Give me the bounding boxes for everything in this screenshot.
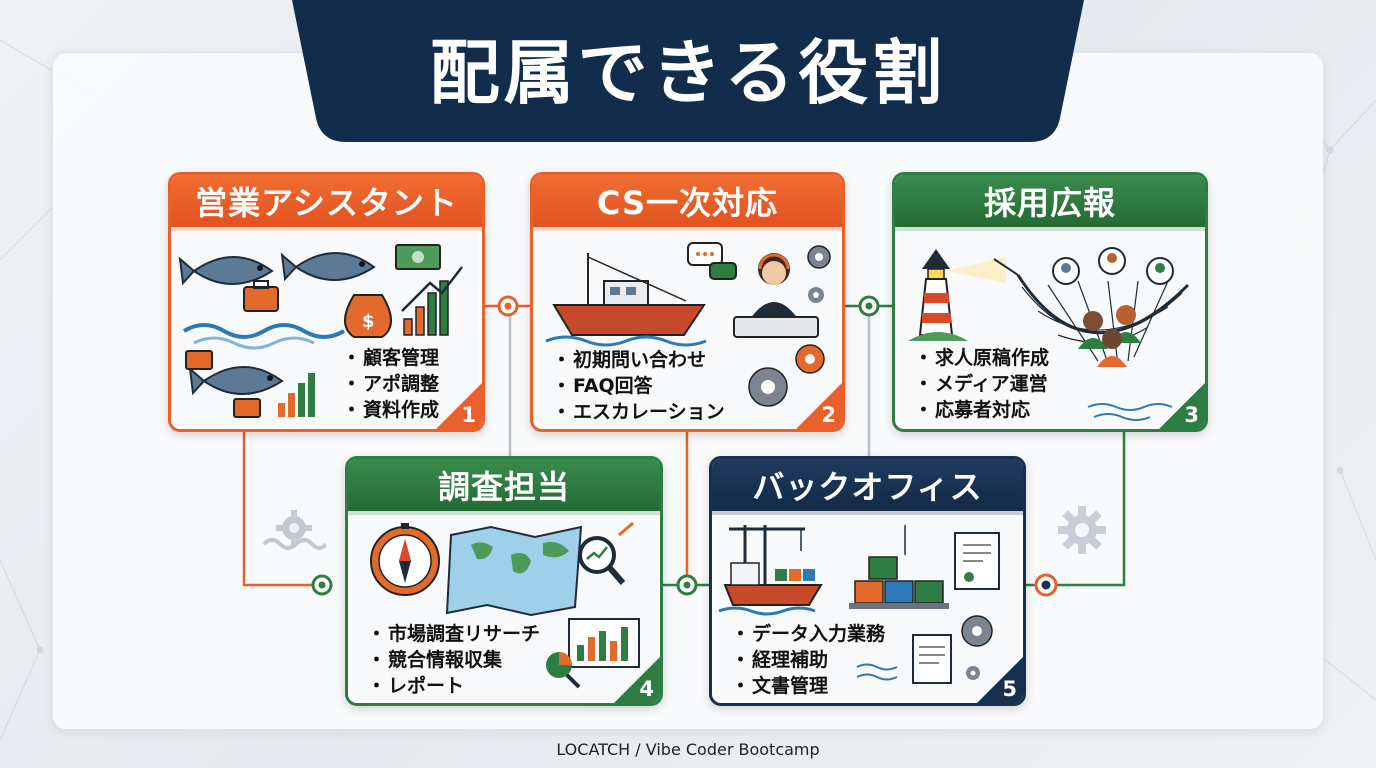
gear-deco-icon <box>1058 506 1106 554</box>
role-title: CS一次対応 <box>533 175 842 231</box>
role-title: 採用広報 <box>895 175 1205 231</box>
role-card-back-office: バックオフィス データ入力業務 経理補助 <box>709 456 1026 706</box>
people-icon <box>1052 247 1174 367</box>
role-item: アポ調整 <box>342 371 439 397</box>
role-item: 競合情報収集 <box>367 647 540 673</box>
bar-chart-icon <box>568 618 640 668</box>
growth-chart-icon <box>401 266 463 336</box>
fish-icon <box>280 252 376 282</box>
lighthouse-icon <box>908 249 1006 341</box>
recruiting-illustration <box>908 247 1190 421</box>
role-card-sales-assistant: 営業アシスタント $ 顧客管理 アポ調整 <box>168 172 485 432</box>
role-item: レポート <box>367 673 540 699</box>
money-bag-icon: $ <box>344 294 392 338</box>
world-map-icon <box>445 525 583 617</box>
document-icon <box>954 532 1000 590</box>
gear-icon <box>748 344 825 407</box>
role-item: 初期問い合わせ <box>552 347 725 373</box>
role-items: 初期問い合わせ FAQ回答 エスカレーション <box>552 347 725 425</box>
footer-credit: LOCATCH / Vibe Coder Bootcamp <box>556 740 820 759</box>
research-illustration <box>370 521 640 689</box>
role-card-recruiting-pr: 採用広報 求人原稿作成 メディア運営 応募者対応 3 <box>892 172 1208 432</box>
chat-bubble-icon <box>687 242 737 280</box>
role-title: バックオフィス <box>712 459 1023 515</box>
role-item: メディア運営 <box>914 371 1049 397</box>
role-items: 市場調査リサーチ 競合情報収集 レポート <box>367 621 540 699</box>
role-items: データ入力業務 経理補助 文書管理 <box>731 621 885 699</box>
connector-node-dots <box>311 295 1058 597</box>
role-items: 顧客管理 アポ調整 資料作成 <box>342 345 439 423</box>
document-icon <box>912 634 952 684</box>
gear-icon <box>808 287 824 303</box>
gear-icon <box>807 245 831 269</box>
role-items: 求人原稿作成 メディア運営 応募者対応 <box>914 345 1049 423</box>
fish-icon <box>178 256 274 286</box>
title-banner: 配属できる役割 <box>292 0 1084 142</box>
role-item: 顧客管理 <box>342 345 439 371</box>
page-title: 配属できる役割 <box>429 31 947 114</box>
svg-text:$: $ <box>362 311 375 332</box>
role-item: 求人原稿作成 <box>914 345 1049 371</box>
compass-icon <box>370 523 440 596</box>
fish-icon <box>188 366 284 396</box>
cargo-ship-icon <box>718 562 823 616</box>
role-item: 資料作成 <box>342 397 439 423</box>
gear-icon <box>961 615 993 680</box>
role-item: FAQ回答 <box>552 373 725 399</box>
role-title: 営業アシスタント <box>171 175 482 231</box>
role-item: 応募者対応 <box>914 397 1049 423</box>
pie-chart-icon <box>546 652 581 689</box>
sales-illustration: $ <box>178 244 463 418</box>
role-item: エスカレーション <box>552 399 725 425</box>
fishing-boat-icon <box>545 253 707 347</box>
headset-operator-icon <box>733 253 819 338</box>
growth-chart-icon <box>278 373 315 417</box>
role-item: 経理補助 <box>731 647 885 673</box>
banknote-icon <box>395 244 441 270</box>
briefcase-icon <box>233 398 261 418</box>
role-item: 文書管理 <box>731 673 885 699</box>
role-title: 調査担当 <box>348 459 660 515</box>
cs-illustration <box>545 242 831 407</box>
role-card-cs-first-response: CS一次対応 初期問い合わせ FAQ回答 エスカレーション 2 <box>530 172 845 432</box>
briefcase-icon <box>243 280 279 312</box>
magnifier-icon <box>578 536 626 585</box>
role-card-research: 調査担当 市場調査リサーチ 競合情報収集 レポート 4 <box>345 456 663 706</box>
role-item: 市場調査リサーチ <box>367 621 540 647</box>
container-icon <box>849 525 949 609</box>
briefcase-icon <box>185 350 213 370</box>
gear-wave-deco-icon <box>262 510 326 550</box>
role-item: データ入力業務 <box>731 621 885 647</box>
